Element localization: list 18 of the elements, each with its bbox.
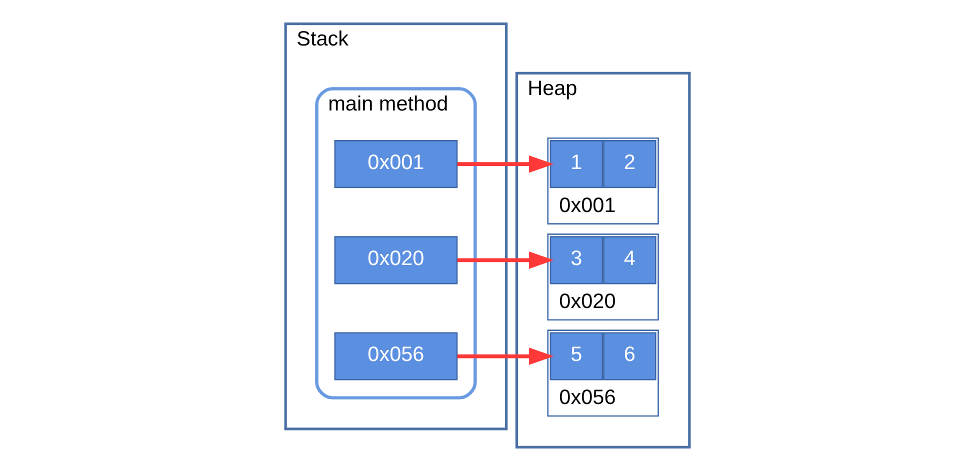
node-box: 0x020 — [334, 236, 458, 284]
cluster — [546, 137, 658, 224]
node-label: 0x020 — [558, 290, 616, 313]
node-box: 0x056 — [334, 332, 458, 380]
node-box: 1 — [549, 140, 603, 188]
cluster — [546, 234, 658, 321]
node-box: 4 — [602, 236, 656, 284]
node-box: 6 — [602, 332, 656, 380]
arrow — [456, 155, 554, 173]
node-box: 3 — [549, 236, 603, 284]
node-box: 0x001 — [334, 140, 458, 188]
arrow — [456, 348, 554, 365]
arrow — [456, 252, 554, 269]
cluster — [546, 330, 658, 417]
node-box: 2 — [602, 140, 656, 188]
node-label: 0x056 — [558, 386, 616, 410]
node-box: 5 — [549, 332, 603, 380]
node-label: 0x001 — [558, 194, 616, 217]
